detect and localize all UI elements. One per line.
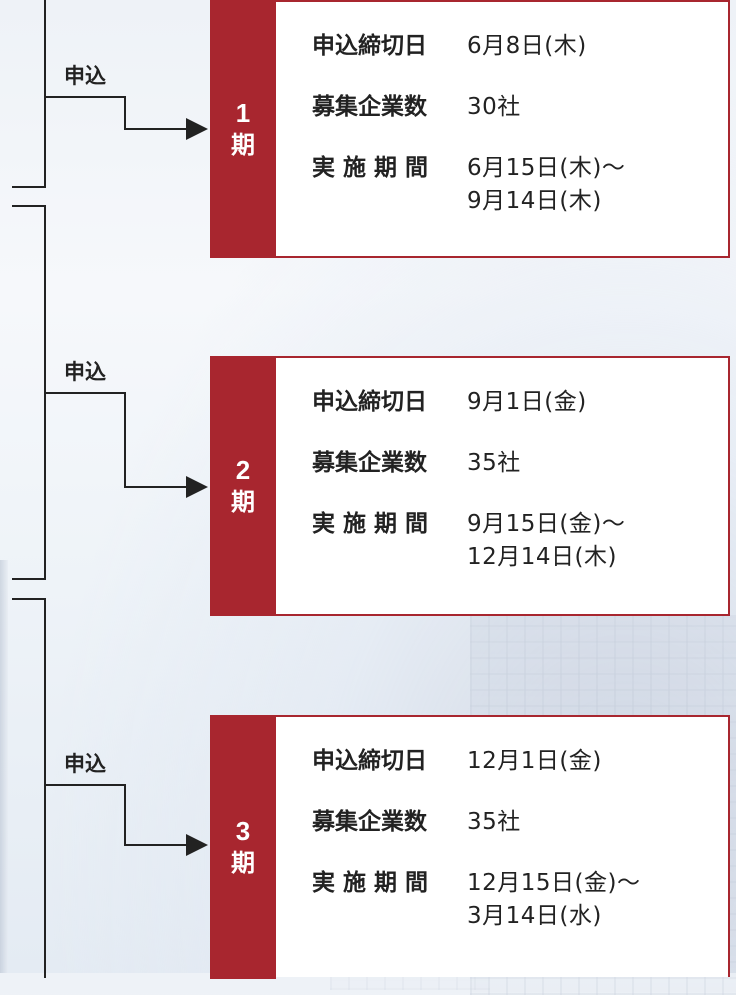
arrow-head-icon bbox=[186, 118, 208, 140]
connector-3 bbox=[46, 784, 126, 786]
connector-1 bbox=[46, 96, 126, 98]
arrow-head-icon bbox=[186, 834, 208, 856]
arrow-line-1 bbox=[124, 128, 188, 130]
arrow-head-icon bbox=[186, 476, 208, 498]
period-tab: 1 期 bbox=[210, 0, 276, 258]
period-suffix: 期 bbox=[231, 849, 255, 877]
bracket-2 bbox=[12, 205, 46, 580]
period-value: 12月15日(金)～ 3月14日(水) bbox=[467, 870, 641, 929]
apply-label-1: 申込 bbox=[64, 64, 106, 88]
period-card-1: 1 期 申込締切日 6月8日(木) 募集企業数 30社 実 施 期 間 6月15… bbox=[210, 0, 730, 258]
period-details: 申込締切日 6月8日(木) 募集企業数 30社 実 施 期 間 6月15日(木)… bbox=[312, 30, 718, 218]
companies-row: 募集企業数 30社 bbox=[312, 91, 718, 124]
period-number: 2 bbox=[235, 455, 251, 485]
companies-value: 30社 bbox=[467, 94, 521, 120]
companies-value: 35社 bbox=[467, 809, 521, 835]
deadline-label: 申込締切日 bbox=[312, 748, 427, 774]
period-tab: 2 期 bbox=[210, 356, 276, 616]
companies-label: 募集企業数 bbox=[312, 94, 427, 120]
companies-label: 募集企業数 bbox=[312, 809, 427, 835]
period-label: 実 施 期 間 bbox=[312, 511, 429, 537]
period-tab: 3 期 bbox=[210, 715, 276, 979]
period-suffix: 期 bbox=[231, 488, 255, 516]
deadline-label: 申込締切日 bbox=[312, 33, 427, 59]
deadline-value: 9月1日(金) bbox=[467, 389, 587, 415]
bracket-1 bbox=[12, 0, 46, 188]
period-row: 実 施 期 間 6月15日(木)～ 9月14日(木) bbox=[312, 152, 718, 218]
connector-1 bbox=[124, 96, 126, 130]
period-details: 申込締切日 9月1日(金) 募集企業数 35社 実 施 期 間 9月15日(金)… bbox=[312, 386, 718, 574]
bracket-3 bbox=[12, 598, 46, 978]
deadline-row: 申込締切日 12月1日(金) bbox=[312, 745, 718, 778]
period-suffix: 期 bbox=[231, 131, 255, 159]
period-details: 申込締切日 12月1日(金) 募集企業数 35社 実 施 期 間 12月15日(… bbox=[312, 745, 718, 933]
companies-value: 35社 bbox=[467, 450, 521, 476]
period-number: 1 bbox=[235, 98, 251, 128]
companies-row: 募集企業数 35社 bbox=[312, 806, 718, 839]
connector-2 bbox=[46, 392, 126, 394]
period-number: 3 bbox=[235, 816, 251, 846]
connector-3 bbox=[124, 784, 126, 846]
period-label: 実 施 期 間 bbox=[312, 870, 429, 896]
apply-label-3: 申込 bbox=[64, 752, 106, 776]
period-card-2: 2 期 申込締切日 9月1日(金) 募集企業数 35社 実 施 期 間 9月15… bbox=[210, 356, 730, 616]
connector-2 bbox=[124, 392, 126, 488]
period-value: 6月15日(木)～ 9月14日(木) bbox=[467, 155, 626, 214]
background-pole bbox=[0, 560, 8, 973]
period-value: 9月15日(金)～ 12月14日(木) bbox=[467, 511, 626, 570]
deadline-label: 申込締切日 bbox=[312, 389, 427, 415]
arrow-line-3 bbox=[124, 844, 188, 846]
apply-label-2: 申込 bbox=[64, 360, 106, 384]
companies-row: 募集企業数 35社 bbox=[312, 447, 718, 480]
period-label: 実 施 期 間 bbox=[312, 155, 429, 181]
period-card-3: 3 期 申込締切日 12月1日(金) 募集企業数 35社 実 施 期 間 12月… bbox=[210, 715, 730, 979]
period-row: 実 施 期 間 12月15日(金)～ 3月14日(水) bbox=[312, 867, 718, 933]
deadline-value: 6月8日(木) bbox=[467, 33, 587, 59]
deadline-row: 申込締切日 6月8日(木) bbox=[312, 30, 718, 63]
arrow-line-2 bbox=[124, 486, 188, 488]
period-row: 実 施 期 間 9月15日(金)～ 12月14日(木) bbox=[312, 508, 718, 574]
deadline-row: 申込締切日 9月1日(金) bbox=[312, 386, 718, 419]
companies-label: 募集企業数 bbox=[312, 450, 427, 476]
deadline-value: 12月1日(金) bbox=[467, 748, 602, 774]
